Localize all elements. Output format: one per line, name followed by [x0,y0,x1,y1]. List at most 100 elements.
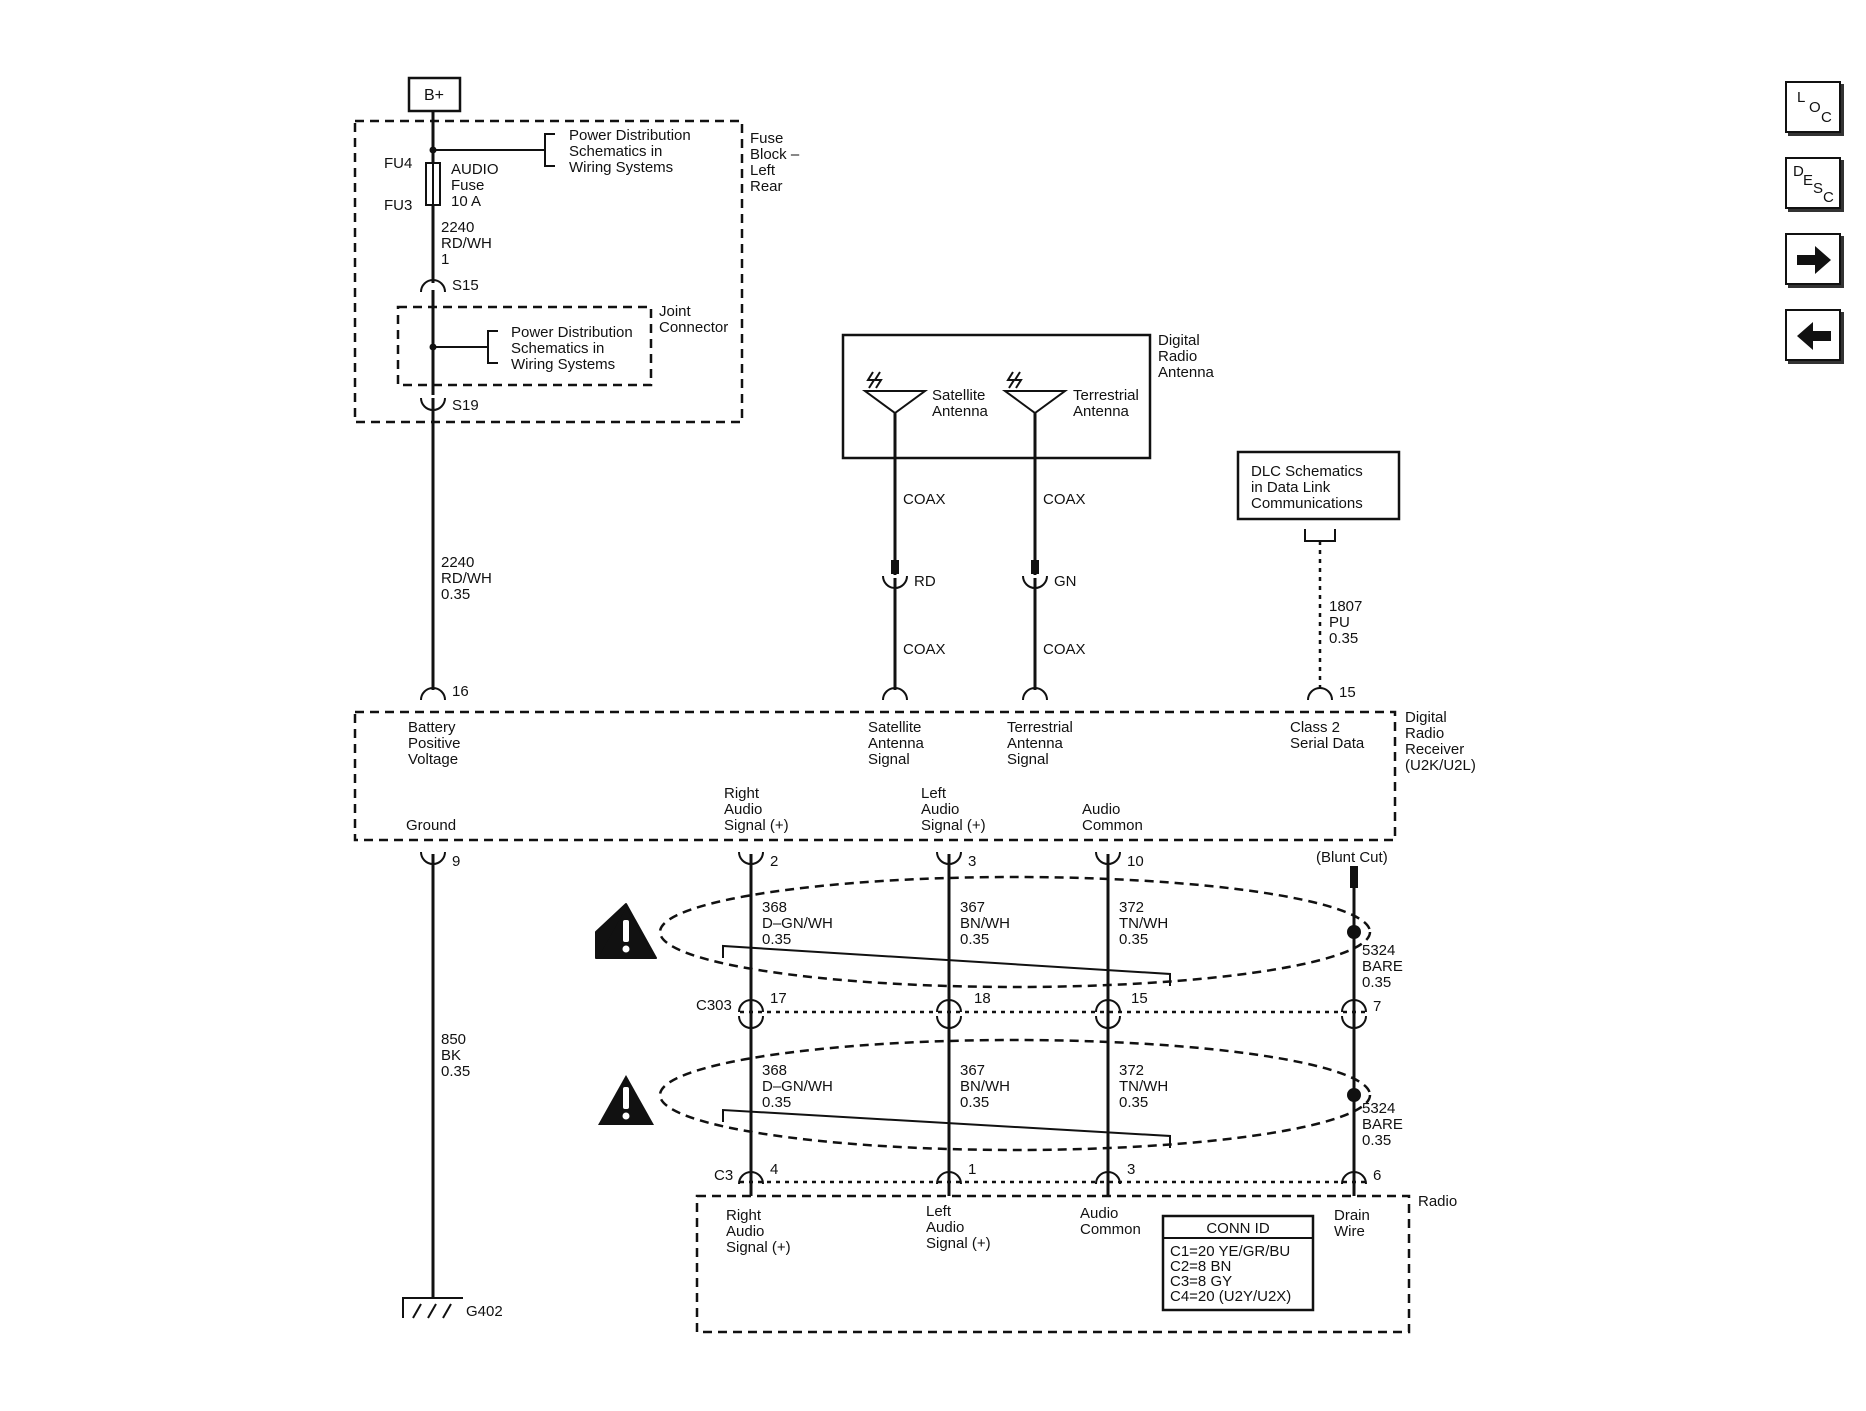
schematic-label: Antenna [932,403,989,420]
schematic-line [623,920,629,942]
schematic-label: Power Distribution [511,324,633,341]
schematic-label: 0.35 [960,931,989,948]
schematic-label: GN [1054,573,1077,590]
schematic-label: COAX [1043,491,1086,508]
previous-page-button[interactable] [1785,309,1841,361]
schematic-line [1307,687,1333,701]
joint-connector: Joint Connector [396,303,728,387]
schematic-label: C2=8 BN [1170,1258,1231,1275]
schematic-label: 7 [1373,998,1381,1015]
schematic-line [622,945,630,953]
schematic-label: Audio [1080,1205,1118,1222]
schematic-label: Voltage [408,751,458,768]
schematic-line [420,687,446,701]
schematic-line [936,1015,962,1029]
schematic-line [866,371,876,389]
schematic-line [1161,1214,1315,1312]
bracket-icon [1304,529,1336,542]
schematic-label: Satellite [932,387,985,404]
schematic-label: Wire [1334,1223,1365,1240]
schematic-label: 2 [770,853,778,870]
schematic-label: Audio [921,801,959,818]
bracket-icon [487,330,498,364]
arrow-right-icon [1797,246,1831,274]
desc-button[interactable]: D E S C [1785,157,1841,209]
schematic-label: 5324 [1362,1100,1395,1117]
schematic-label: (Blunt Cut) [1316,849,1388,866]
schematic-line [738,1015,764,1029]
schematic-label: Antenna [868,735,925,752]
schematic-label: 0.35 [1119,931,1148,948]
schematic-line [1006,371,1016,389]
schematic-label: C3=8 GY [1170,1273,1232,1290]
schematic-line [427,1303,437,1319]
schematic-label: 372 [1119,1062,1144,1079]
schematic-label: 372 [1119,899,1144,916]
schematic-label: Digital [1405,709,1447,726]
schematic-label: 0.35 [1362,1132,1391,1149]
digital-radio-receiver: Digital Radio Receiver (U2K/U2L) [353,709,1476,842]
schematic-label: Signal (+) [726,1239,791,1256]
schematic-label: Right [726,1207,762,1224]
schematic-label: CONN ID [1206,1220,1270,1237]
schematic-line [402,1297,463,1318]
schematic-line [1347,1088,1361,1102]
schematic-label: 1 [968,1161,976,1178]
schematic-line [658,1038,1372,1152]
schematic-line [1341,1015,1367,1029]
bracket-icon [544,133,555,167]
schematic-label: AUDIO [451,161,499,178]
schematic-label: BN/WH [960,915,1010,932]
schematic-label: 4 [770,1161,778,1178]
schematic-label: 5324 [1362,942,1395,959]
conn-id-table: CONN ID C1=20 YE/GR/BU C2=8 BN C3=8 GY C… [1161,1214,1315,1312]
schematic-label: 0.35 [1362,974,1391,991]
schematic-label: COAX [903,641,946,658]
schematic-label: FU4 [384,155,412,172]
schematic-line [936,1171,962,1185]
schematic-label: FU3 [384,197,412,214]
schematic-label: 18 [974,990,991,1007]
fuse-block-left-rear: Fuse Block – Left Rear [353,119,800,424]
schematic-label: D–GN/WH [762,1078,833,1095]
schematic-label: Audio [724,801,762,818]
arrow-left-icon [1797,322,1831,350]
schematic-label: Signal [1007,751,1049,768]
schematic-line [861,390,929,415]
schematic-label: COAX [903,491,946,508]
schematic-label: RD/WH [441,235,492,252]
schematic-label: 2240 [441,554,474,571]
schematic-line [623,1087,629,1109]
loc-button[interactable]: L O C [1785,81,1841,133]
schematic-label: 367 [960,1062,985,1079]
schematic-label: Rear [750,178,783,195]
schematic-line [738,999,764,1013]
schematic-label: Right [724,785,760,802]
radio-module: Radio [695,1193,1457,1334]
dlc-schematics-box: DLC Schematics in Data Link Communicatio… [1236,450,1401,521]
schematic-label: Audio [726,1223,764,1240]
schematic-line [442,1303,452,1319]
schematic-label: Radio [1158,348,1197,365]
schematic-label: Audio [1082,801,1120,818]
next-page-button[interactable] [1785,233,1841,285]
connector-s15-icon [420,279,446,293]
schematic-label: Schematics in [511,340,604,357]
schematic-line [1341,1171,1367,1185]
schematic-label: BN/WH [960,1078,1010,1095]
schematic-label: 368 [762,899,787,916]
schematic-label: Positive [408,735,461,752]
schematic-line [841,333,1152,460]
schematic-label: 15 [1339,684,1356,701]
schematic-line [658,875,1372,989]
schematic-label: in Data Link [1251,479,1331,496]
schematic-label: Class 2 [1290,719,1340,736]
schematic-label: 1807 [1329,598,1362,615]
schematic-label: 0.35 [960,1094,989,1111]
schematic-label: Drain [1334,1207,1370,1224]
schematic-label: 15 [1131,990,1148,1007]
schematic-line [1797,322,1831,350]
schematic-label: Schematics in [569,143,662,160]
twisted-pair-shield-lower [658,1038,1372,1152]
